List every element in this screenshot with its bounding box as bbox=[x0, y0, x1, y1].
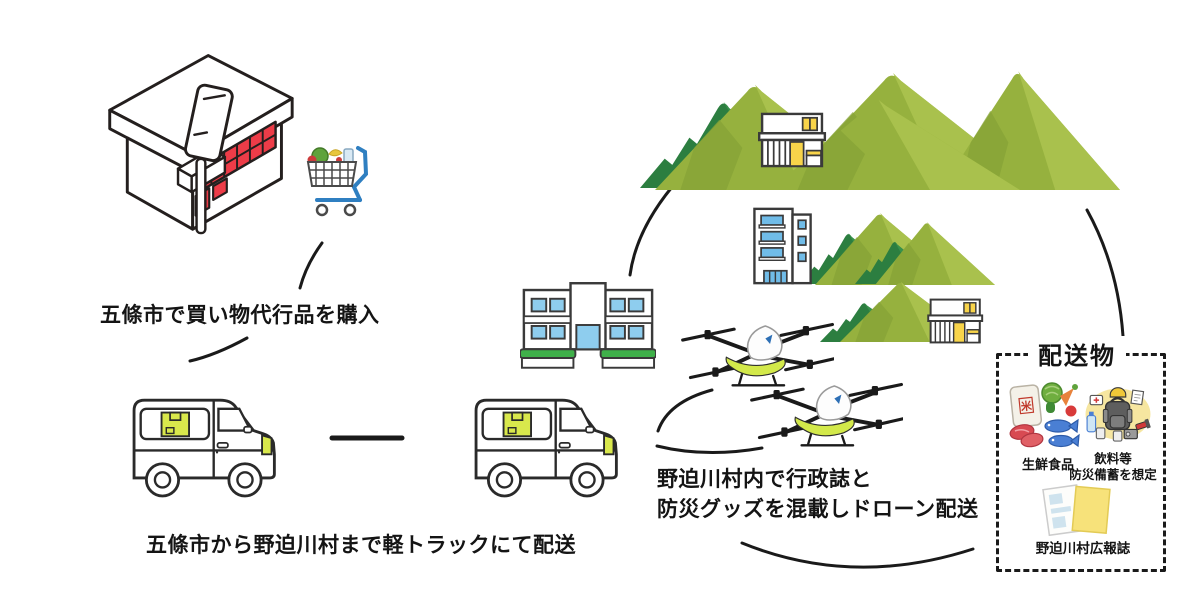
drone-step-label-line2: 防災グッズを混載しドローン配送 bbox=[657, 497, 979, 521]
store-icon bbox=[108, 54, 294, 235]
newsletter-label: 野迫川村広報誌 bbox=[1035, 541, 1131, 557]
fresh-food-icon: 米 bbox=[1009, 382, 1080, 448]
arc-label-to-van bbox=[188, 336, 249, 363]
arc-cart-to-label bbox=[298, 241, 324, 290]
drinks-label: 飲料等 防災備蓄を想定 bbox=[1063, 451, 1163, 483]
mountain-range-top bbox=[640, 71, 1120, 190]
fresh-food-label: 生鮮食品 bbox=[1021, 458, 1074, 473]
shopping-cart-icon bbox=[306, 146, 369, 217]
disaster-kit-icon bbox=[1085, 387, 1151, 442]
village-circle-right-arc bbox=[1085, 208, 1125, 338]
drone-path-curve bbox=[656, 388, 714, 433]
drone-icon-lower bbox=[745, 372, 905, 450]
mountain-range-lower bbox=[820, 281, 984, 344]
drinks-label-line2: 防災備蓄を想定 bbox=[1069, 467, 1157, 482]
drone-step-label-line1: 野迫川村内で行政誌と bbox=[657, 467, 872, 491]
village-circle-left-arc bbox=[628, 185, 674, 277]
drone-path-wave bbox=[655, 444, 764, 455]
rice-bag-character: 米 bbox=[1019, 398, 1033, 413]
delivery-box-title: 配送物 bbox=[1028, 336, 1126, 371]
newsletter-icon bbox=[1042, 484, 1111, 536]
drone-step-label: 野迫川村内で行政誌と 防災グッズを混載しドローン配送 bbox=[657, 464, 978, 524]
delivery-van-icon-left bbox=[110, 386, 288, 514]
truck-step-label: 五條市から野迫川村まで軽トラックにて配送 bbox=[146, 533, 576, 557]
delivery-van-icon-right bbox=[452, 386, 630, 514]
purchase-step-label: 五條市で買い物代行品を購入 bbox=[100, 303, 380, 327]
village-circle-bottom-arc bbox=[740, 541, 975, 569]
school-building-icon bbox=[520, 280, 656, 370]
apartment-building-icon bbox=[753, 207, 812, 285]
drinks-label-line1: 飲料等 bbox=[1094, 451, 1132, 466]
village-shop-icon bbox=[927, 298, 984, 344]
village-shop-icon bbox=[758, 112, 827, 168]
